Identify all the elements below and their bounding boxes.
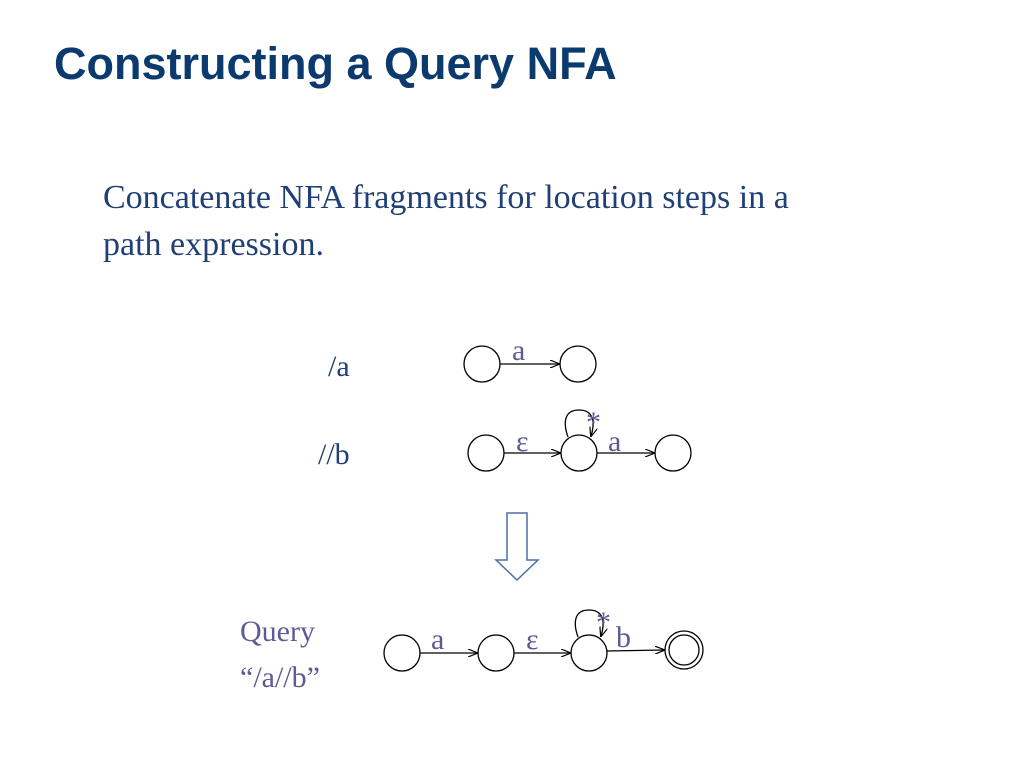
- state-b-start: [467, 434, 505, 472]
- slide-body-text: Concatenate NFA fragments for location s…: [103, 174, 943, 268]
- edge-label-q0-q1: a: [431, 623, 444, 656]
- slide-title: Constructing a Query NFA: [54, 38, 617, 89]
- edge-label-a-b: a: [608, 425, 621, 458]
- state-b-end: [654, 434, 692, 472]
- edge-label-a: a: [512, 334, 525, 367]
- self-loop-b: [564, 409, 593, 437]
- self-loop-q2: [574, 609, 603, 637]
- nfa-fragment-b: //b ε a *: [318, 406, 692, 472]
- nfa-query: Query “/a//b” a ε b *: [240, 606, 704, 694]
- state-a-start: [463, 345, 501, 383]
- state-q1: [477, 634, 515, 672]
- self-loop-label-b: *: [586, 406, 601, 439]
- edge-label-q2-q3: b: [616, 621, 631, 654]
- state-b-loop: [560, 434, 598, 472]
- state-q2: [570, 634, 608, 672]
- edge-q2-q3: [606, 650, 664, 651]
- down-arrow-icon: [494, 512, 540, 582]
- step-label-b: //b: [318, 438, 350, 471]
- query-label-line2: “/a//b”: [240, 661, 320, 694]
- step-label-a: /a: [328, 350, 350, 383]
- state-a-end: [559, 345, 597, 383]
- state-q0: [383, 634, 421, 672]
- nfa-fragment-a: /a a: [328, 334, 597, 383]
- edge-label-epsilon-b: ε: [516, 425, 529, 458]
- self-loop-label-q2: *: [596, 606, 611, 639]
- body-line-1: Concatenate NFA fragments for location s…: [103, 179, 789, 216]
- query-label-line1: Query: [240, 615, 315, 648]
- edge-label-q1-q2: ε: [526, 623, 539, 656]
- state-q3-accepting-inner: [668, 634, 700, 666]
- body-line-2: path expression.: [103, 226, 324, 263]
